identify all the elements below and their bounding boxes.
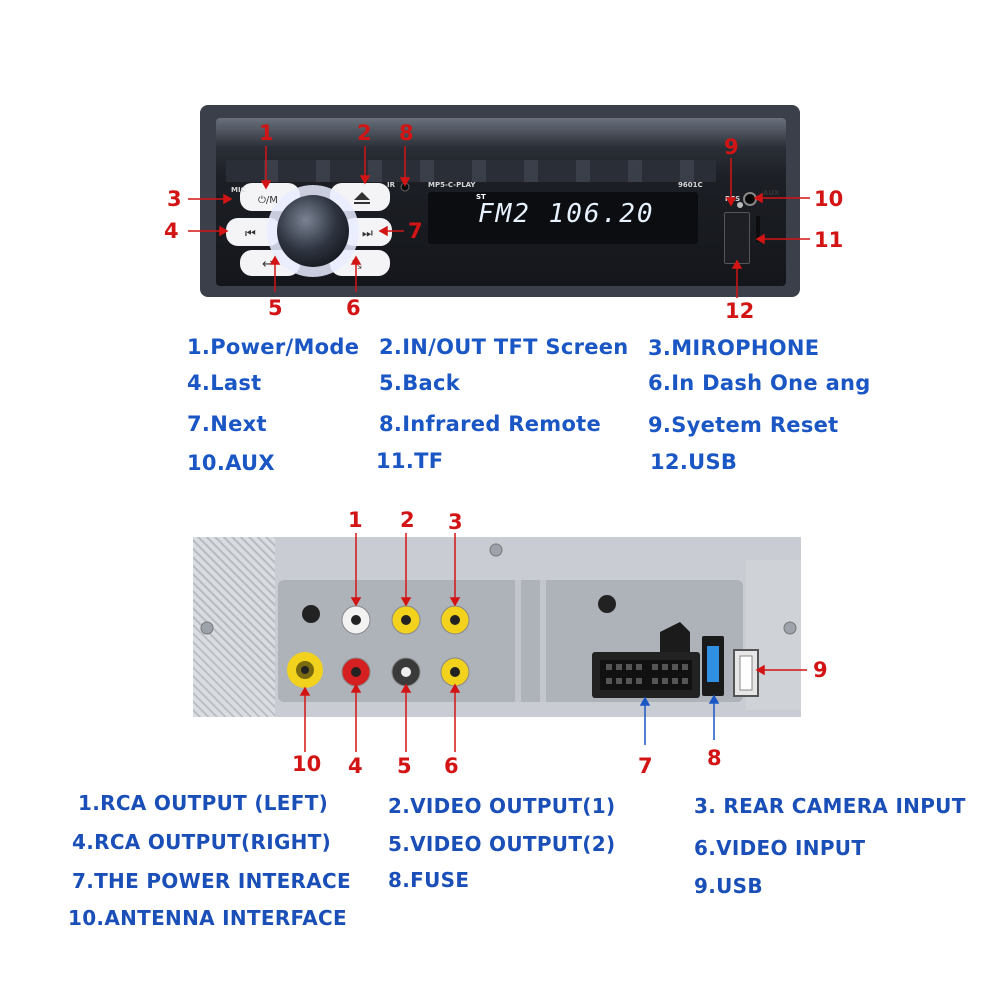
front-callout-3: 3 [167, 187, 182, 211]
brand-label: MP5-C-PLAY [428, 181, 476, 189]
front-legend-11: 11.TF [376, 449, 444, 473]
rear-callout-7: 7 [638, 754, 653, 778]
front-legend-6: 6.In Dash One ang [648, 371, 871, 395]
front-legend-2: 2.IN/OUT TFT Screen [379, 335, 629, 359]
rear-legend-3: 3. REAR CAMERA INPUT [694, 794, 966, 818]
front-callout-7: 7 [408, 219, 423, 243]
front-callout-4: 4 [164, 219, 179, 243]
front-legend-10: 10.AUX [187, 451, 275, 475]
rear-callout-1: 1 [348, 508, 363, 532]
rear-legend-10: 10.ANTENNA INTERFACE [68, 906, 347, 930]
front-callout-8: 8 [399, 121, 414, 145]
rear-legend-6: 6.VIDEO INPUT [694, 836, 866, 860]
rear-legend-5: 5.VIDEO OUTPUT(2) [388, 832, 616, 856]
reset-label: RES [725, 195, 741, 203]
rear-legend-7: 7.THE POWER INTERACE [72, 869, 351, 893]
front-callout-10: 10 [814, 187, 844, 211]
front-legend-3: 3.MIROPHONE [648, 336, 820, 360]
front-legend-4: 4.Last [187, 371, 262, 395]
usb-port-front[interactable] [724, 212, 750, 264]
rear-legend-4: 4.RCA OUTPUT(RIGHT) [72, 830, 332, 854]
front-callout-9: 9 [724, 135, 739, 159]
front-callout-6: 6 [346, 296, 361, 320]
lcd-display: FM2 106.20 ST [428, 192, 698, 244]
rear-callout-8: 8 [707, 746, 722, 770]
rear-callout-5: 5 [397, 754, 412, 778]
rear-panel-heatsink [193, 537, 275, 717]
rear-callout-6: 6 [444, 754, 459, 778]
display-stereo-tag: ST [476, 193, 486, 201]
front-legend-1: 1.Power/Mode [187, 335, 360, 359]
rear-callout-9: 9 [813, 658, 828, 682]
ir-label: IR [387, 181, 395, 189]
rear-callout-2: 2 [400, 508, 415, 532]
rear-legend-2: 2.VIDEO OUTPUT(1) [388, 794, 616, 818]
rear-panel-side-plate [746, 560, 801, 710]
front-callout-2: 2 [357, 121, 372, 145]
rear-callout-10: 10 [292, 752, 322, 776]
front-callout-11: 11 [814, 228, 844, 252]
front-callout-1: 1 [259, 121, 274, 145]
front-legend-8: 8.Infrared Remote [379, 412, 602, 436]
model-label: 9601C [678, 181, 703, 189]
rear-panel-recess [278, 580, 743, 702]
rear-callout-3: 3 [448, 510, 463, 534]
aux-label: AUX [763, 189, 780, 197]
rear-legend-1: 1.RCA OUTPUT (LEFT) [78, 791, 329, 815]
display-readout: FM2 106.20 [478, 199, 655, 229]
front-panel-vent-strip [226, 160, 716, 182]
front-legend-7: 7.Next [187, 412, 267, 436]
rear-legend-8: 8.FUSE [388, 868, 470, 892]
front-callout-5: 5 [268, 296, 283, 320]
rear-callout-4: 4 [348, 754, 363, 778]
rear-legend-9: 9.USB [694, 874, 763, 898]
front-legend-12: 12.USB [650, 450, 738, 474]
front-legend-5: 5.Back [379, 371, 460, 395]
mic-label: MIC [231, 186, 246, 194]
front-callout-12: 12 [725, 299, 755, 323]
front-legend-9: 9.Syetem Reset [648, 413, 839, 437]
